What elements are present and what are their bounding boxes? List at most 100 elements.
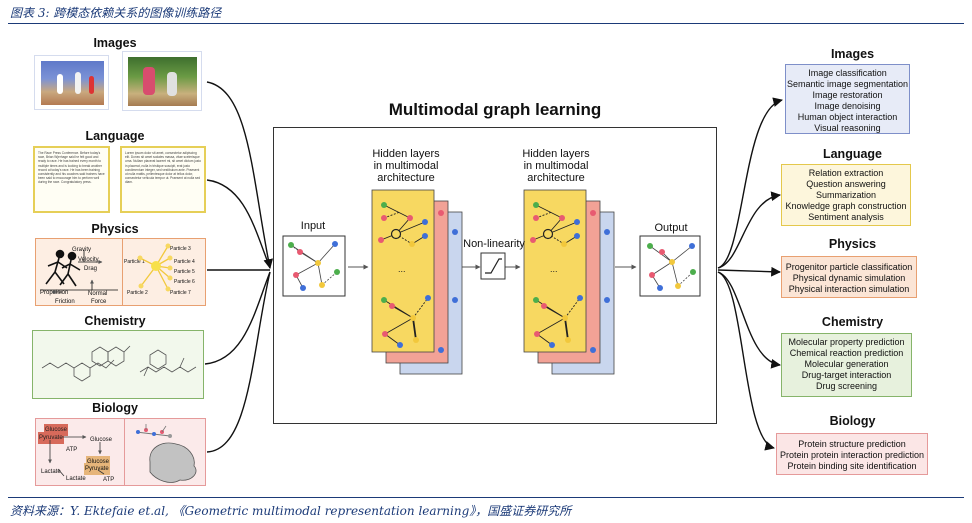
input-image-2 [122,51,202,111]
output-biology-title: Biology [829,414,876,428]
output-images-item: Visual reasoning [814,123,881,133]
output-biology-item: Protein binding site identification [787,461,917,471]
output-biology-item: Protein protein interaction prediction [779,450,925,460]
output-language-item: Relation extraction [808,168,884,178]
figure-title: 图表 3: 跨模态依赖关系的图像训练路径 [10,6,222,20]
arrow-to-language [717,191,781,269]
chemistry-molecules [41,345,197,382]
output-graph [639,235,701,297]
physics-runner-drawing [40,249,118,294]
output-images-item: Image denoising [814,101,881,111]
physics-runner-panel [35,238,123,306]
svg-text:...: ... [550,264,558,274]
output-chemistry-item: Drug-target interaction [801,370,892,380]
physics-particle-drawing [137,243,173,292]
hidden-label-2-line-1: Hidden layers [522,148,590,160]
arrow-to-chemistry [717,271,781,369]
nonlinearity-box [480,252,506,280]
output-images-item: Semantic image segmentation [786,79,909,89]
physics-particle-panel [122,238,206,306]
input-biology-title: Biology [92,401,138,415]
input-arrows [204,81,274,453]
particle-label-2: Particle 2 [127,290,148,296]
output-language-box: Relation extraction Question answering S… [781,164,911,226]
physics-label-velocity: Velocity [78,257,99,263]
input-images-title: Images [93,36,137,50]
hidden-layer-stack-1: ... [371,189,463,375]
bio-label-glucose-2: Glucose [90,437,113,443]
output-images-item: Image restoration [812,90,883,100]
output-physics-item: Physical dynamic simulation [792,273,906,283]
particle-label-4: Particle 4 [174,259,195,265]
output-chemistry-item: Drug screening [815,381,878,391]
input-label: Input [300,220,326,232]
source-note: 资料来源：Y. Ektefaie et.al, 《Geometric multi… [10,504,572,518]
arrow-from-biology [206,271,271,453]
physics-label-friction: Friction [55,299,75,305]
arrow-from-language [206,179,271,269]
hidden-layer-stack-2: ... [523,189,615,375]
input-physics-title: Physics [91,222,139,236]
language-card-1: The Race Press Conference. Before today'… [33,146,110,213]
output-physics-box: Progenitor particle classification Physi… [781,256,917,298]
output-language-item: Question answering [806,179,886,189]
output-images-title: Images [830,47,875,61]
nonlinearity-label: Non-linearity [463,238,525,250]
output-biology-box: Protein structure prediction Protein pro… [776,433,928,475]
particle-label-5: Particle 5 [174,269,195,275]
output-images-box: Image classification Semantic image segm… [785,64,910,134]
svg-text:...: ... [398,264,406,274]
output-images-item: Image classification [808,68,887,78]
bottom-rule [8,497,964,498]
top-rule [8,23,964,24]
output-images-item: Human object interaction [797,112,898,122]
hidden-label-1: Hidden layers in multimodal architecture [366,148,446,184]
bio-label-pyruvate-2: Pyruvate [84,463,110,475]
output-chemistry-title: Chemistry [821,315,884,329]
biology-pathway-arrows [48,435,105,477]
hidden-label-1-line-1: Hidden layers [372,148,440,160]
arrow-to-physics [717,266,781,277]
output-chemistry-box: Molecular property prediction Chemical r… [781,333,912,397]
hidden-label-1-line-2: in multimodal [373,160,439,172]
output-language-item: Sentiment analysis [808,212,884,222]
output-chemistry-item: Chemical reaction prediction [789,348,904,358]
output-label: Output [654,222,688,234]
arrow-to-biology [717,271,775,451]
language-card-2: Lorem ipsum dolor sit amet, consectetur … [120,146,206,213]
output-physics-item: Progenitor particle classification [785,262,913,272]
output-chemistry-item: Molecular generation [804,359,889,369]
physics-label-force: Force [91,299,107,305]
arrow-from-images [206,81,274,269]
input-language-title: Language [85,129,145,143]
bio-label-atp-2: ATP [103,477,115,483]
bio-label-pyruvate-1: Pyruvate [38,432,64,444]
input-graph [282,235,346,297]
output-language-item: Knowledge graph construction [785,201,907,211]
protein-drawing [135,424,197,483]
bio-label-atp-1: ATP [66,447,78,453]
input-chemistry-title: Chemistry [84,314,146,328]
arrow-to-images [717,97,783,269]
output-physics-item: Physical interaction simulation [788,284,910,294]
bio-label-lactate-2: Lactate [66,476,86,482]
center-title: Multimodal graph learning [388,100,602,119]
output-chemistry-item: Molecular property prediction [788,337,905,347]
output-biology-item: Protein structure prediction [798,439,906,449]
input-image-1 [34,55,109,110]
output-arrows [717,97,783,451]
hidden-label-2-line-2: in multimodal [523,160,589,172]
physics-label-gravity: Gravity [72,247,92,253]
hidden-label-2-line-3: architecture [527,172,585,184]
particle-label-3: Particle 3 [170,246,191,252]
particle-label-1: Particle 1 [124,259,145,265]
arrow-from-chemistry [204,271,271,365]
physics-label-normal: Normal [88,291,108,297]
particle-label-6: Particle 6 [174,279,195,285]
physics-label-drag: Drag [84,266,98,272]
particle-label-7: Particle 7 [170,290,191,296]
output-language-title: Language [822,147,883,161]
hidden-label-1-line-3: architecture [377,172,435,184]
output-physics-title: Physics [828,237,877,251]
